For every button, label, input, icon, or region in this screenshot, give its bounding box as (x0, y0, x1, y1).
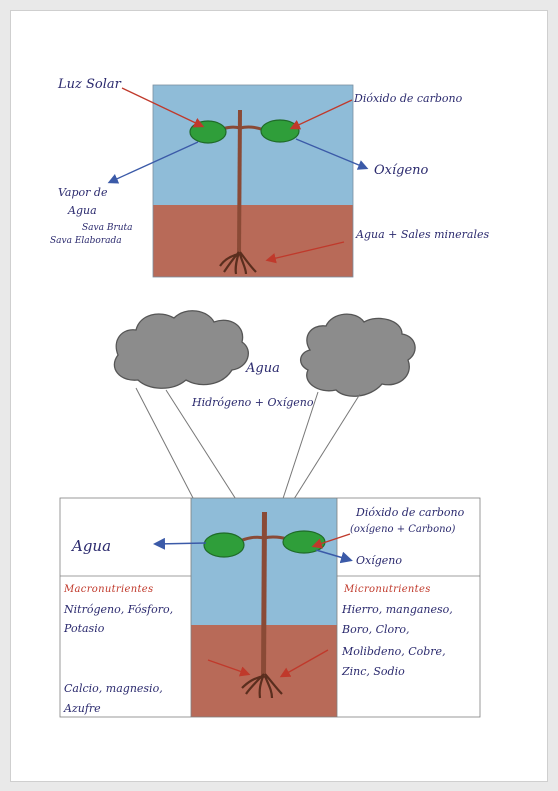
label-luz-solar: Luz Solar (57, 77, 122, 92)
label-oxigeno-top: Oxígeno (374, 163, 429, 178)
label-dioxido-bottom-1: Dióxido de carbono (355, 506, 465, 519)
top-soil (153, 205, 353, 277)
macro-title: Macronutrientes (63, 584, 153, 595)
top-sky (153, 85, 353, 205)
bottom-right-leaf (283, 531, 325, 553)
label-agua-sales: Agua + Sales minerales (355, 228, 489, 241)
label-hidrogeno: Hidrógeno + Oxígeno (191, 396, 314, 409)
label-savia-bruta: Sava Bruta (82, 223, 133, 233)
micro-title: Micronutrientes (343, 584, 431, 595)
bottom-left-leaf (204, 533, 244, 557)
left-cloud (114, 311, 248, 389)
label-savia-elaborada: Sava Elaborada (50, 236, 122, 246)
macro-line-1: Nitrógeno, Fósforo, (63, 603, 173, 616)
label-vapor-2: Agua (67, 204, 97, 217)
macro-line-2: Potasio (63, 622, 105, 635)
micro-line-3: Molibdeno, Cobre, (341, 645, 446, 658)
label-vapor-1: Vapor de (58, 186, 108, 199)
label-oxigeno-bottom: Oxígeno (356, 554, 402, 567)
macro-line-3: Calcio, magnesio, (64, 682, 163, 695)
micro-line-2: Boro, Cloro, (341, 623, 410, 636)
macro-line-4: Azufre (63, 702, 101, 715)
label-dioxido-bottom-2: (oxígeno + Carbono) (350, 524, 456, 535)
paper-sheet: Luz Solar Dióxido de carbono Oxígeno Vap… (10, 10, 548, 782)
right-cloud (301, 314, 416, 396)
top-right-leaf (261, 120, 299, 142)
micro-line-4: Zinc, Sodio (341, 665, 405, 678)
label-agua-bottom: Agua (70, 537, 111, 555)
micro-line-1: Hierro, manganeso, (341, 603, 453, 616)
arrow-agua-bottom (156, 543, 206, 544)
label-dioxido-top: Dióxido de carbono (353, 92, 463, 105)
label-agua-cloud: Agua (245, 361, 280, 376)
photosynthesis-diagram: Luz Solar Dióxido de carbono Oxígeno Vap… (10, 10, 548, 782)
top-left-leaf (190, 121, 226, 143)
